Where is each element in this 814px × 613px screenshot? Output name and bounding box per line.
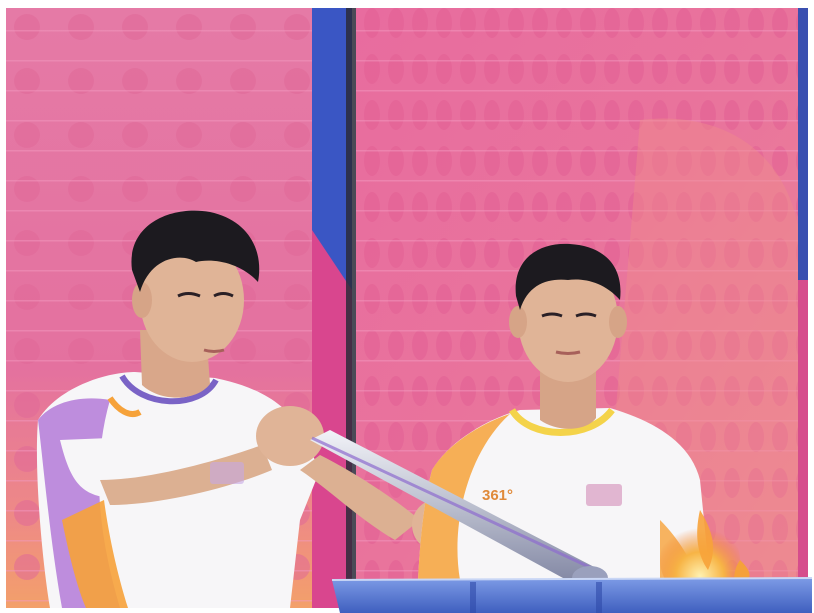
- right-shirt-brand-text: 361°: [482, 487, 513, 504]
- left-face: [140, 238, 244, 362]
- left-shirt-logo: [210, 462, 244, 484]
- left-shirt-orange-accent: [62, 500, 128, 608]
- right-face: [518, 258, 618, 382]
- right-shirt-orange-accent: [418, 414, 510, 580]
- left-sleeve: [60, 418, 271, 498]
- torchbearer-left: [36, 210, 464, 608]
- right-hair: [515, 243, 621, 310]
- right-shirt-logo: [586, 484, 622, 506]
- backdrop-center-strip: [312, 8, 356, 608]
- cauldron-bowl: [332, 578, 812, 613]
- left-hair: [131, 210, 260, 292]
- left-hand-upper: [256, 406, 324, 466]
- cauldron-stand: [331, 577, 813, 613]
